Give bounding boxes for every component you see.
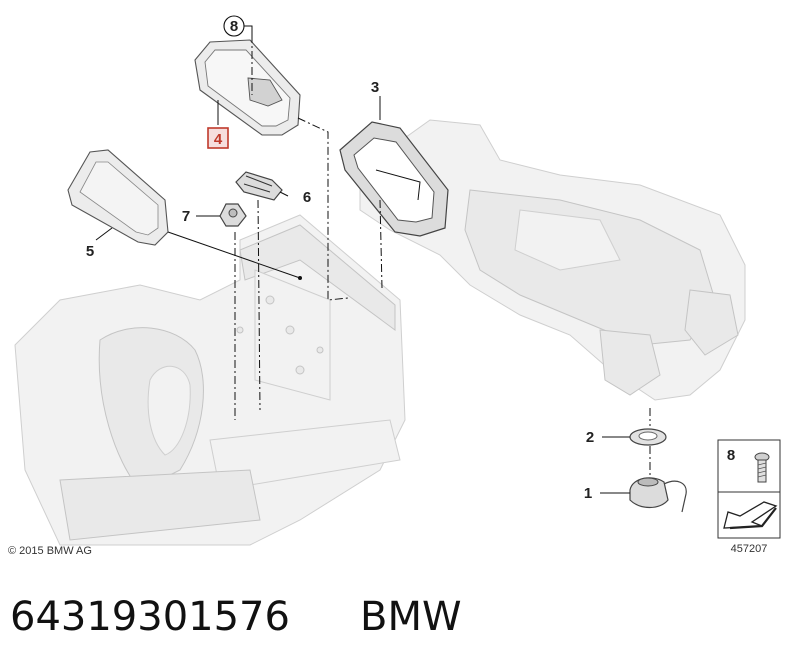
cover-part-4 — [194, 39, 301, 136]
hvac-unit-ghost — [359, 119, 746, 401]
screw-icon — [754, 452, 770, 483]
copyright-text: © 2015 BMW AG — [8, 545, 92, 557]
leader-lines — [95, 96, 630, 494]
callout-4-label: 4 — [214, 131, 223, 148]
legend-item-number: 8 — [727, 447, 735, 464]
callout-7-label: 7 — [182, 208, 190, 225]
brand-name: BMW — [360, 594, 462, 640]
diagram-id: 457207 — [731, 543, 768, 555]
part-number: 64319301576 — [10, 594, 290, 640]
cover-plate-part-5 — [67, 149, 169, 246]
drain-boot-part-1 — [629, 477, 687, 513]
clip-nut-part-7 — [219, 203, 247, 227]
grommet-part-6 — [235, 171, 283, 201]
alignment-lines — [234, 35, 651, 476]
callout-8: 8 — [223, 15, 253, 37]
callout-8-label: 8 — [230, 18, 238, 35]
callout-6-label: 6 — [303, 189, 311, 206]
callout-5-label: 5 — [86, 243, 94, 260]
legend-box: 8 457207 — [717, 439, 781, 555]
callout-4: 4 — [207, 127, 229, 149]
seal-frame-part-3 — [339, 121, 449, 237]
callout-1-label: 1 — [584, 485, 592, 502]
arrow-icon — [723, 501, 778, 530]
ring-part-2 — [629, 428, 667, 446]
callout-2-label: 2 — [586, 429, 594, 446]
callout-3-label: 3 — [371, 79, 379, 96]
body-structure-ghost — [14, 214, 406, 546]
